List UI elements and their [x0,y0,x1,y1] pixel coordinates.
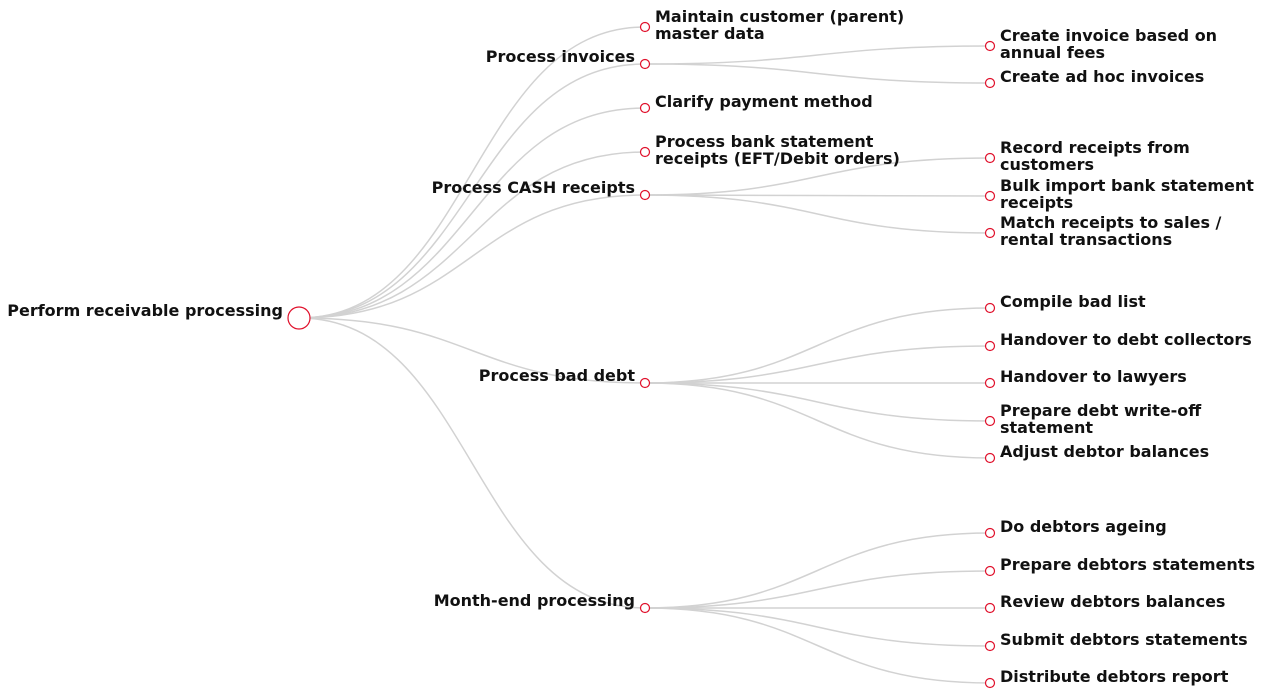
link-root-to-process-bad-debt [298,317,646,384]
node-circle-do-debtors-ageing[interactable] [984,527,996,539]
tree-nodes: Perform receivable processing Maintain cu… [7,7,1255,689]
node-circle-process-bank-statement-receipts-eft-debit-orders[interactable] [639,146,651,158]
node-circle-create-ad-hoc-invoices[interactable] [984,77,996,89]
link-process-bad-debt-to-prepare-debt-write-off-statement [644,382,991,422]
node-circle-review-debtors-balances[interactable] [984,602,996,614]
node-circle-match-receipts-to-sales-rental-transactions[interactable] [984,227,996,239]
node-label-create-ad-hoc-invoices: Create ad hoc invoices [1000,67,1204,86]
node-label-adjust-debtor-balances: Adjust debtor balances [1000,442,1209,461]
node-circle-handover-to-lawyers[interactable] [984,377,996,389]
node-circle-handover-to-debt-collectors[interactable] [984,340,996,352]
link-root-to-process-cash-receipts [298,194,646,319]
node-circle-submit-debtors-statements[interactable] [984,640,996,652]
node-label-do-debtors-ageing: Do debtors ageing [1000,517,1167,536]
node-label-distribute-debtors-report: Distribute debtors report [1000,667,1229,686]
node-circle-perform-receivable-processing[interactable] [287,306,311,330]
node-label-process-invoices: Process invoices [486,47,635,66]
link-root-to-clarify-payment-method [298,107,646,319]
node-circle-distribute-debtors-report[interactable] [984,677,996,689]
link-process-bad-debt-to-handover-to-debt-collectors [644,345,991,384]
node-label-process-cash-receipts: Process CASH receipts [432,178,635,197]
node-circle-prepare-debt-write-off-statement[interactable] [984,415,996,427]
tree-links [298,26,991,684]
node-circle-bulk-import-bank-statement-receipts[interactable] [984,190,996,202]
link-root-to-process-invoices [298,63,646,319]
link-root-to-maintain-customer-parent-master-data [298,26,646,319]
node-label-month-end-processing: Month-end processing [434,591,635,610]
node-circle-adjust-debtor-balances[interactable] [984,452,996,464]
node-label-perform-receivable-processing: Perform receivable processing [7,301,283,320]
node-label-handover-to-debt-collectors: Handover to debt collectors [1000,330,1252,349]
node-label-maintain-customer-parent-master-data: Maintain customer (parent)master data [655,7,904,43]
node-label-review-debtors-balances: Review debtors balances [1000,592,1225,611]
link-process-bad-debt-to-adjust-debtor-balances [644,382,991,459]
link-process-cash-receipts-to-record-receipts-from-customers [644,157,991,196]
node-label-clarify-payment-method: Clarify payment method [655,92,873,111]
node-label-compile-bad-list: Compile bad list [1000,292,1146,311]
node-circle-compile-bad-list[interactable] [984,302,996,314]
node-circle-month-end-processing[interactable] [639,602,651,614]
link-root-to-process-bank-statement-receipts-eft-debit-orders [298,151,646,319]
link-process-cash-receipts-to-bulk-import-bank-statement-receipts [644,194,991,197]
link-process-cash-receipts-to-match-receipts-to-sales-rental-transactions [644,194,991,234]
node-circle-record-receipts-from-customers[interactable] [984,152,996,164]
link-root-to-month-end-processing [298,317,646,609]
node-circle-process-invoices[interactable] [639,58,651,70]
link-process-invoices-to-create-invoice-based-on-annual-fees [644,45,991,65]
link-month-end-processing-to-do-debtors-ageing [644,532,991,609]
link-month-end-processing-to-prepare-debtors-statements [644,570,991,609]
node-circle-prepare-debtors-statements[interactable] [984,565,996,577]
node-circle-process-cash-receipts[interactable] [639,189,651,201]
node-label-match-receipts-to-sales-rental-transactions: Match receipts to sales /rental transact… [1000,213,1222,249]
node-circle-maintain-customer-parent-master-data[interactable] [639,21,651,33]
link-month-end-processing-to-distribute-debtors-report [644,607,991,684]
node-label-handover-to-lawyers: Handover to lawyers [1000,367,1187,386]
node-circle-clarify-payment-method[interactable] [639,102,651,114]
node-circle-create-invoice-based-on-annual-fees[interactable] [984,40,996,52]
node-label-submit-debtors-statements: Submit debtors statements [1000,630,1248,649]
node-circle-process-bad-debt[interactable] [639,377,651,389]
link-month-end-processing-to-submit-debtors-statements [644,607,991,647]
link-process-bad-debt-to-compile-bad-list [644,307,991,384]
link-process-invoices-to-create-ad-hoc-invoices [644,63,991,84]
node-label-process-bad-debt: Process bad debt [479,366,636,385]
node-label-prepare-debtors-statements: Prepare debtors statements [1000,555,1255,574]
